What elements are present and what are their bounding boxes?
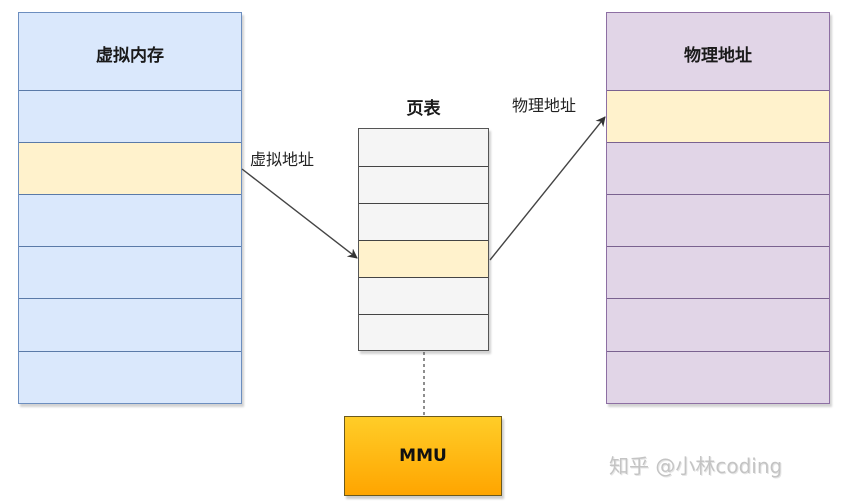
virtual-memory-row-highlighted: [19, 142, 241, 194]
mmu-label: MMU: [399, 446, 447, 466]
page-table-title: 页表: [406, 99, 441, 119]
page-table-row: [359, 203, 488, 240]
virtual-memory-row: [19, 90, 241, 142]
physical-address-arrow: [489, 116, 606, 261]
page-table-row-highlighted: [359, 240, 488, 277]
physical-memory-row: [607, 142, 829, 194]
virtual-memory-row: [19, 194, 241, 246]
physical-memory-row: [607, 246, 829, 298]
page-table-row: [359, 277, 488, 314]
physical-memory-row-highlighted: [607, 90, 829, 142]
virtual-address-label: 虚拟地址: [250, 150, 315, 169]
virtual-memory-row: [19, 351, 241, 403]
page-table-column: [358, 128, 489, 351]
physical-memory-row: [607, 351, 829, 403]
virtual-memory-title: 虚拟内存: [96, 46, 164, 66]
page-table-row: [359, 166, 488, 203]
page-table-row: [359, 314, 488, 350]
physical-memory-column: 物理地址: [606, 12, 830, 404]
virtual-memory-column: 虚拟内存: [18, 12, 242, 404]
virtual-memory-row: [19, 246, 241, 298]
mmu-box: MMU: [344, 416, 502, 496]
virtual-address-arrow: [241, 168, 358, 259]
virtual-memory-row: [19, 298, 241, 351]
physical-memory-row: 物理地址: [607, 13, 829, 90]
virtual-memory-row: 虚拟内存: [19, 13, 241, 90]
physical-address-label: 物理地址: [512, 96, 577, 115]
physical-memory-row: [607, 194, 829, 246]
page-table-row: [359, 129, 488, 166]
physical-memory-row: [607, 298, 829, 351]
physical-memory-title: 物理地址: [684, 46, 752, 66]
watermark: 知乎 @小林coding: [609, 454, 783, 478]
